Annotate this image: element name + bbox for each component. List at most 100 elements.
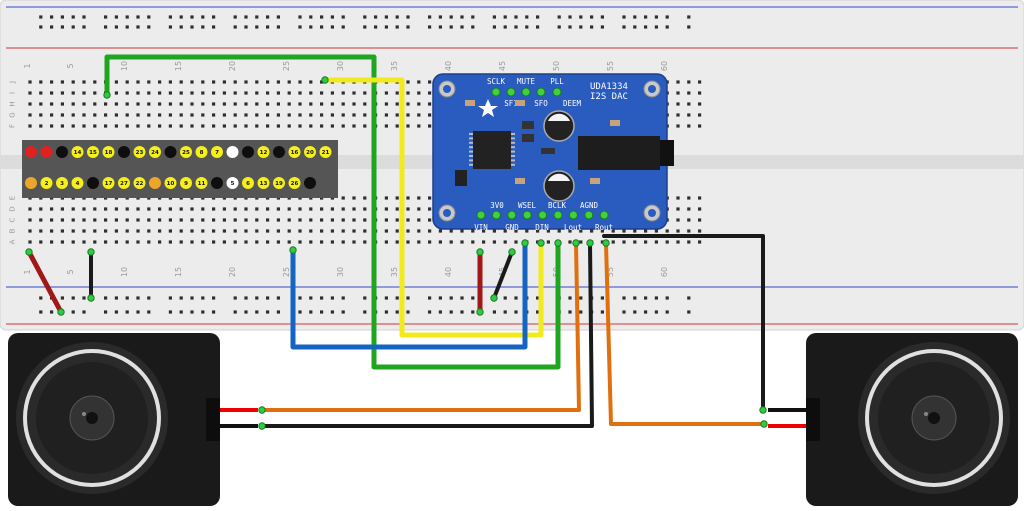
gpio-pin bbox=[71, 146, 84, 158]
hole bbox=[125, 80, 129, 84]
hole bbox=[395, 91, 399, 95]
hole bbox=[298, 240, 302, 244]
gpio-pin bbox=[149, 146, 161, 158]
hole bbox=[546, 240, 550, 244]
hole bbox=[190, 102, 194, 106]
gpio-pin-label: 13 bbox=[260, 181, 268, 187]
hole bbox=[168, 218, 172, 222]
hole bbox=[600, 240, 604, 244]
hole bbox=[287, 102, 291, 106]
column-number: 60 bbox=[660, 267, 669, 277]
hole bbox=[39, 102, 43, 106]
rail-hole bbox=[406, 296, 410, 300]
hole bbox=[82, 240, 86, 244]
hole bbox=[676, 196, 680, 200]
hole bbox=[406, 207, 410, 211]
hole bbox=[28, 218, 32, 222]
hole bbox=[114, 80, 118, 84]
hole bbox=[406, 102, 410, 106]
rail-hole bbox=[460, 296, 464, 300]
hole bbox=[39, 113, 43, 117]
hole bbox=[60, 91, 64, 95]
rail-hole bbox=[330, 296, 334, 300]
hole bbox=[255, 102, 259, 106]
hole bbox=[71, 91, 75, 95]
hole bbox=[222, 102, 226, 106]
hole bbox=[28, 229, 32, 233]
hole bbox=[114, 229, 118, 233]
hole bbox=[698, 196, 702, 200]
hole bbox=[50, 207, 54, 211]
dac-pad bbox=[507, 210, 517, 220]
rail-hole bbox=[190, 296, 194, 300]
hole bbox=[28, 207, 32, 211]
rail-hole bbox=[654, 25, 658, 29]
hole bbox=[276, 91, 280, 95]
rail-hole bbox=[568, 310, 572, 314]
wire-end-dots bbox=[25, 76, 768, 430]
gpio-pin bbox=[133, 177, 146, 189]
rail-hole bbox=[384, 25, 388, 29]
hole bbox=[698, 229, 702, 233]
hole bbox=[244, 218, 248, 222]
rail-hole bbox=[503, 310, 507, 314]
hole bbox=[287, 229, 291, 233]
hole bbox=[71, 229, 75, 233]
rail-hole bbox=[114, 25, 118, 29]
rail-hole bbox=[266, 15, 270, 19]
rail-hole bbox=[568, 15, 572, 19]
hole bbox=[298, 229, 302, 233]
hole bbox=[698, 124, 702, 128]
gpio-pin bbox=[273, 177, 285, 189]
hole bbox=[104, 124, 108, 128]
rail-hole bbox=[320, 15, 324, 19]
hole bbox=[39, 229, 43, 233]
hole bbox=[417, 218, 421, 222]
orange-wire-rout bbox=[604, 241, 766, 426]
hole bbox=[179, 229, 183, 233]
rail-hole bbox=[600, 310, 604, 314]
gpio-pin bbox=[25, 146, 37, 158]
hole bbox=[28, 80, 32, 84]
hole bbox=[287, 240, 291, 244]
hole bbox=[417, 80, 421, 84]
dac-top-pads bbox=[491, 87, 562, 97]
hole bbox=[276, 124, 280, 128]
dac-pad bbox=[522, 210, 532, 220]
hole bbox=[114, 240, 118, 244]
rail-hole bbox=[514, 296, 518, 300]
hole bbox=[136, 80, 140, 84]
hole bbox=[147, 80, 151, 84]
hole bbox=[676, 218, 680, 222]
rail-hole bbox=[147, 15, 151, 19]
rail-hole bbox=[579, 296, 583, 300]
rail-hole bbox=[600, 25, 604, 29]
hole bbox=[276, 207, 280, 211]
hole bbox=[341, 240, 345, 244]
hole bbox=[676, 113, 680, 117]
hole bbox=[287, 91, 291, 95]
rail-hole bbox=[276, 296, 280, 300]
hole bbox=[579, 229, 583, 233]
hole bbox=[363, 229, 367, 233]
hole bbox=[384, 240, 388, 244]
rail-hole bbox=[179, 296, 183, 300]
rail-hole bbox=[114, 310, 118, 314]
hole bbox=[201, 113, 205, 117]
row-letter: F bbox=[9, 124, 17, 128]
hole bbox=[104, 102, 108, 106]
wire-end-dot bbox=[476, 248, 484, 256]
hole bbox=[255, 218, 259, 222]
hole bbox=[222, 80, 226, 84]
gpio-pin-label: 15 bbox=[89, 150, 97, 156]
dac-pin-label: BCLK bbox=[548, 201, 567, 210]
hole bbox=[546, 229, 550, 233]
hole bbox=[179, 113, 183, 117]
rail-hole bbox=[114, 296, 118, 300]
rail-hole bbox=[212, 310, 216, 314]
dac-pin-label: Lout bbox=[564, 223, 582, 232]
rail-hole bbox=[514, 25, 518, 29]
rail-hole bbox=[471, 15, 475, 19]
gpio-pin bbox=[211, 146, 223, 158]
hole bbox=[136, 218, 140, 222]
